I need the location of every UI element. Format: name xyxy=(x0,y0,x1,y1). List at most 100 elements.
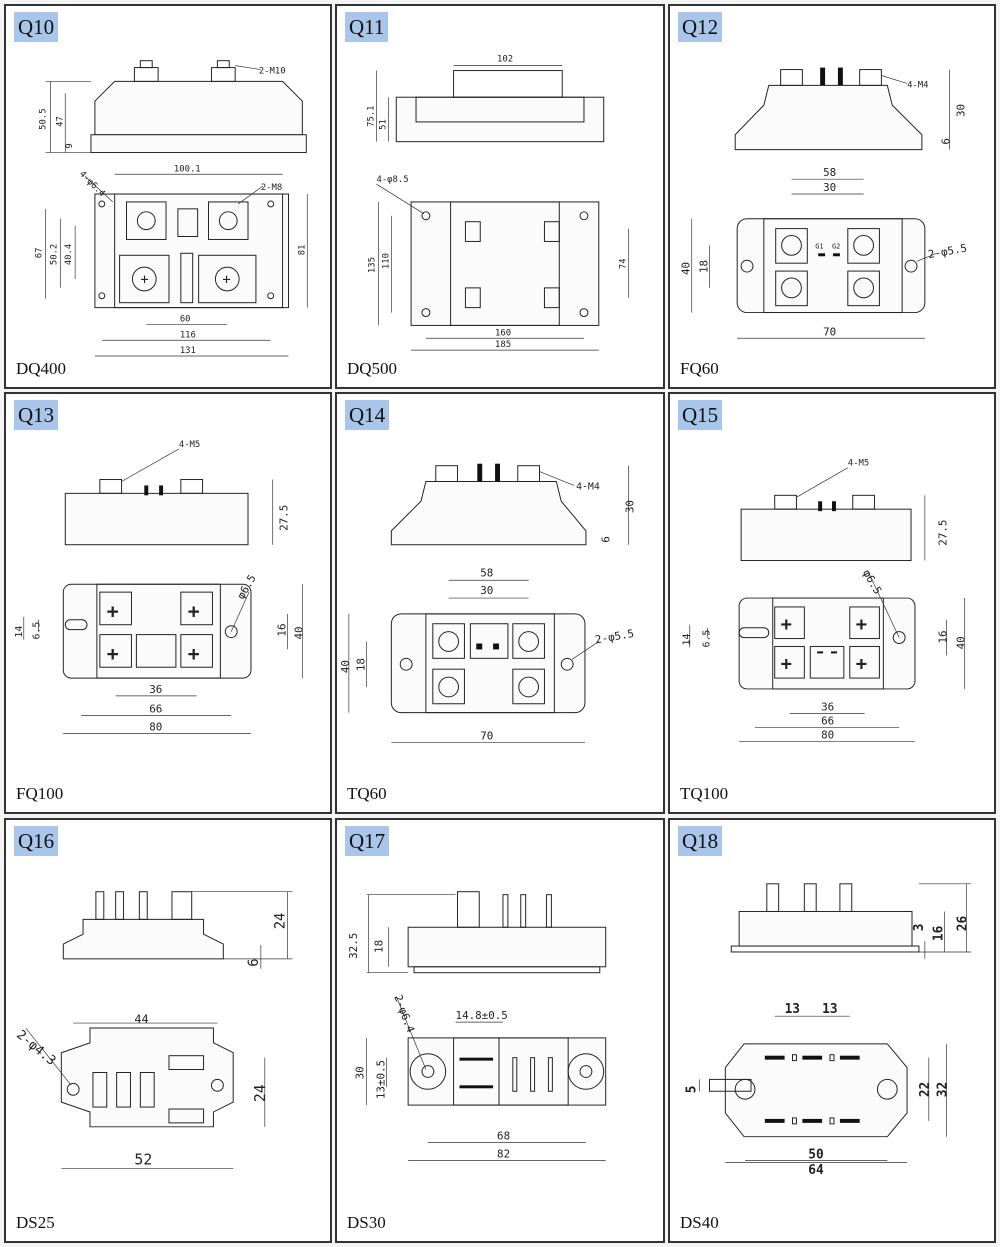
label-height-2: 6 xyxy=(600,536,613,543)
label-width-c: 70 xyxy=(823,325,836,338)
label-screw: 4-M4 xyxy=(576,481,600,492)
panel-q13: Q13 4-M5 27.5 + + + + φ6.5 14 6.5 xyxy=(4,392,332,814)
label-hole: φ6.5 xyxy=(860,567,884,596)
label-height-2: 18 xyxy=(372,940,385,953)
label-height-left-2: 110 xyxy=(381,253,391,269)
panel-id: Q11 xyxy=(345,12,389,42)
label-height-1: 30 xyxy=(623,500,636,513)
label-hole: 2-φ5.5 xyxy=(594,627,635,647)
label-hole: 2-φ4.3 xyxy=(13,1028,58,1069)
label-height-right-2: 40 xyxy=(954,636,967,649)
label-width-a: 14.8±0.5 xyxy=(456,1009,508,1022)
label-height-3: 9 xyxy=(65,143,75,148)
panel-q10: Q10 2-M10 50.5 47 9 + + xyxy=(4,4,332,389)
label-height-1: 27.5 xyxy=(278,505,291,531)
plus-icon: + xyxy=(140,272,148,288)
label-screw: 4-M5 xyxy=(848,459,869,469)
label-height-2: 51 xyxy=(378,119,388,130)
label-width-b: 52 xyxy=(134,1151,152,1168)
label-height-2: 16 xyxy=(932,925,947,941)
label-top-width: 102 xyxy=(497,55,513,65)
label-height-1: 24 xyxy=(273,913,289,930)
label-width-a: 160 xyxy=(495,328,511,338)
dimension-drawing: 32.5 18 2-φ6.4 14.8±0.5 30 13±0.5 68 82 xyxy=(347,891,607,1161)
label-hole: φ6.5 xyxy=(234,572,258,601)
label-width-c: 80 xyxy=(821,728,834,741)
label-height-right: 74 xyxy=(618,258,628,269)
label-height-1: 27.5 xyxy=(937,520,950,546)
panel-id: Q16 xyxy=(14,826,59,856)
model-name: DS40 xyxy=(680,1213,719,1232)
label-width-a: 44 xyxy=(134,1012,148,1026)
dimension-drawing: 4-M5 27.5 + + + + φ6.5 14 6.5 16 40 36 xyxy=(14,440,305,734)
label-height-1: 30 xyxy=(954,104,967,117)
panel-id: Q10 xyxy=(14,12,59,42)
label-height-right: 81 xyxy=(297,245,307,256)
label-width-b: 30 xyxy=(480,584,493,597)
label-screw: 4-M4 xyxy=(907,80,928,90)
label-height-right-2: 32 xyxy=(936,1082,951,1097)
panel-q12: Q12 4-M4 30 6 G1 G2 58 30 2- xyxy=(668,4,996,389)
label-width-a: 13 xyxy=(785,1002,800,1017)
label-width-c: 70 xyxy=(480,729,493,742)
label-width-c: 50 xyxy=(808,1147,823,1162)
panel-id: Q13 xyxy=(14,400,59,430)
label-height-left-3: 40.4 xyxy=(64,244,74,265)
panel-q16: Q16 24 6 44 2-φ4.3 24 52 DS25 xyxy=(4,818,332,1243)
model-name: DQ400 xyxy=(16,359,67,378)
label-height-left-2: 6.5 xyxy=(702,630,713,648)
label-width-b: 131 xyxy=(180,346,196,356)
dimension-drawing: 24 6 44 2-φ4.3 24 52 xyxy=(13,891,293,1169)
label-height-left-2: 6.5 xyxy=(32,622,43,640)
dimension-drawing: 4-M5 27.5 + + + + φ6.5 14 6.5 16 40 xyxy=(682,459,967,742)
plus-icon: + xyxy=(856,654,867,675)
panel-id: Q17 xyxy=(345,826,390,856)
label-height-left: 67 xyxy=(35,248,45,259)
label-height-1: 32.5 xyxy=(347,933,360,959)
panel-q17: Q17 32.5 18 2-φ6.4 14.8±0.5 30 13 xyxy=(335,818,665,1243)
panel-id: Q15 xyxy=(678,400,723,430)
model-name: DQ500 xyxy=(347,359,398,378)
label-width-c: 82 xyxy=(497,1147,510,1160)
panel-id: Q18 xyxy=(678,826,723,856)
label-height-left: 40 xyxy=(680,262,693,275)
panel-q15: Q15 4-M5 27.5 + + + + φ6.5 14 xyxy=(668,392,996,814)
label-height-right: 16 xyxy=(937,630,950,643)
label-width-a: 36 xyxy=(149,683,162,696)
label-width-b: 66 xyxy=(149,703,162,716)
label-width-a: 58 xyxy=(823,166,836,179)
label-g1: G1 xyxy=(815,242,823,250)
label-hole: 2-φ6.4 xyxy=(391,993,417,1035)
label-width-a: 36 xyxy=(821,701,834,714)
label-width-mid: 60 xyxy=(180,314,191,324)
label-height-1: 50.5 xyxy=(39,108,49,129)
plus-icon: + xyxy=(188,600,200,623)
plus-icon: + xyxy=(781,654,792,675)
label-width-b: 13 xyxy=(822,1002,837,1017)
label-height-right: 16 xyxy=(276,624,289,637)
plus-icon: + xyxy=(107,600,119,623)
label-width-top: 100.1 xyxy=(174,164,201,174)
label-height-right: 22 xyxy=(918,1082,933,1097)
plus-icon: + xyxy=(188,642,200,665)
label-height-left: 30 xyxy=(354,1066,367,1079)
label-hole: 4-φ8.5 xyxy=(377,175,409,185)
label-width-a: 58 xyxy=(480,566,493,579)
model-name: DS30 xyxy=(347,1213,386,1232)
label-height-left: 14 xyxy=(682,634,693,646)
model-name: FQ100 xyxy=(16,784,64,803)
label-height-2: 6 xyxy=(246,958,262,966)
label-height-left-2: 50.2 xyxy=(49,244,59,265)
plus-icon: + xyxy=(222,272,230,288)
label-width-a: 116 xyxy=(180,330,196,340)
panel-q14: Q14 4-M4 30 6 58 30 2-φ5.5 xyxy=(335,392,665,814)
model-name: TQ100 xyxy=(680,784,729,803)
panel-id: Q14 xyxy=(345,400,390,430)
plus-icon: + xyxy=(856,615,867,636)
model-name: FQ60 xyxy=(680,359,719,378)
label-height-left: 5 xyxy=(685,1085,700,1093)
label-height-left-2: 18 xyxy=(355,658,368,671)
label-width-c: 80 xyxy=(149,720,162,733)
label-width-d: 64 xyxy=(808,1163,824,1178)
